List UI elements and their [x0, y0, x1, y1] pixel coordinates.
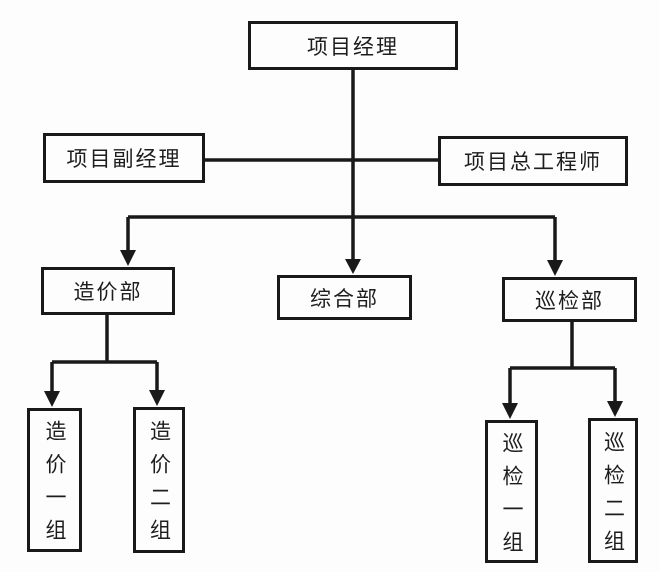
node-chief-engineer-label: 项目总工程师 [464, 150, 602, 174]
node-cost-department-label: 造价部 [73, 280, 143, 304]
arrowhead-insp-g1 [502, 403, 518, 419]
node-cost-group-2-label: 造价二组 [147, 420, 172, 552]
node-inspection-group-1-label: 巡检一组 [500, 431, 524, 564]
node-cost-group-1-label: 造价一组 [43, 420, 67, 552]
node-inspection-group-2: 巡检二组 [588, 418, 638, 563]
node-general-department: 综合部 [277, 275, 412, 320]
node-inspection-department: 巡检部 [502, 277, 637, 322]
node-project-manager: 项目经理 [248, 21, 458, 70]
node-deputy-project-manager: 项目副经理 [43, 133, 205, 183]
node-cost-department: 造价部 [41, 267, 175, 315]
node-chief-engineer: 项目总工程师 [438, 136, 628, 186]
arrowhead-cost [120, 250, 136, 266]
node-cost-group-2: 造价二组 [133, 407, 185, 553]
node-inspection-group-1: 巡检一组 [485, 420, 538, 564]
node-project-manager-label: 项目经理 [307, 34, 399, 59]
arrowhead-cost-g1 [44, 391, 60, 407]
node-inspection-department-label: 巡检部 [535, 288, 604, 313]
arrowhead-general [345, 259, 361, 274]
arrowhead-inspection [547, 260, 563, 276]
node-cost-group-1: 造价一组 [27, 408, 82, 552]
node-inspection-group-2-label: 巡检二组 [601, 430, 626, 563]
arrowhead-insp-g2 [607, 401, 623, 417]
arrowhead-cost-g2 [149, 390, 165, 406]
node-general-department-label: 综合部 [310, 286, 379, 311]
node-deputy-project-manager-label: 项目副经理 [66, 147, 182, 171]
